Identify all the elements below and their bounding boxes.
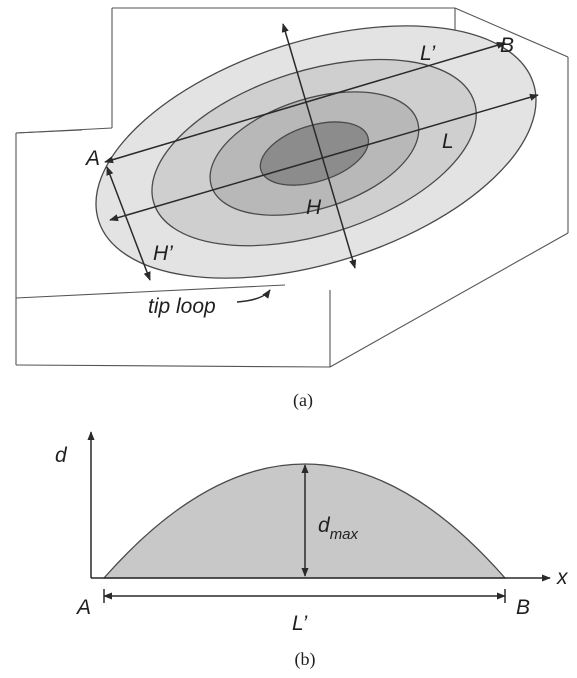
label-A-b: A bbox=[75, 596, 91, 619]
box-wireframe-front bbox=[15, 127, 569, 368]
label-B-b: B bbox=[516, 596, 530, 619]
dimension-arrows bbox=[104, 23, 539, 303]
arrow-H-prime bbox=[106, 166, 151, 281]
label-B: B bbox=[500, 34, 514, 57]
arrow-H bbox=[281, 23, 357, 269]
d-max-sub: max bbox=[330, 526, 359, 543]
label-L-prime-b: L’ bbox=[292, 612, 308, 635]
label-L-prime: L’ bbox=[420, 42, 436, 65]
d-max-main: d bbox=[318, 514, 331, 537]
label-H: H bbox=[306, 196, 322, 219]
label-H-prime: H’ bbox=[153, 242, 173, 265]
caption-a: (a) bbox=[293, 390, 313, 411]
y-axis-label: d bbox=[55, 444, 68, 467]
label-A: A bbox=[84, 147, 100, 170]
panel-b: d x dmax A B L’ (b) bbox=[55, 431, 569, 670]
caption-b: (b) bbox=[295, 649, 316, 670]
label-L: L bbox=[442, 130, 454, 153]
panel-a: A B L’ L H H’ tip loop (a) bbox=[15, 7, 569, 411]
tip-loop-pointer-arrow bbox=[236, 289, 271, 303]
label-d-max: dmax bbox=[318, 514, 359, 543]
label-tip-loop: tip loop bbox=[148, 295, 216, 318]
tip-loop-rings bbox=[95, 25, 537, 279]
x-axis-label: x bbox=[556, 566, 569, 589]
